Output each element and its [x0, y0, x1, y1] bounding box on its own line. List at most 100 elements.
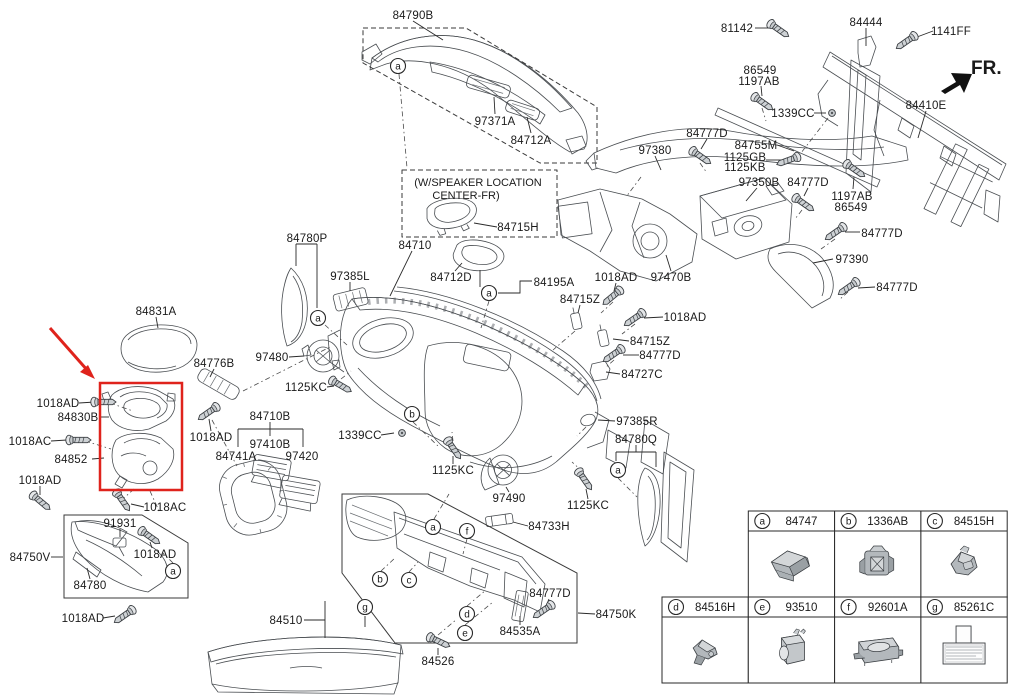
phantom-line — [162, 552, 174, 564]
callout-a: a — [164, 562, 182, 580]
callout-g: g — [926, 598, 943, 616]
callout-circle — [480, 284, 498, 302]
part-label-97410B[interactable]: 97410B — [250, 439, 291, 451]
part-label-1339CC[interactable]: 1339CC — [338, 430, 381, 442]
part-label-84535A[interactable]: 84535A — [500, 626, 541, 638]
part-label-84712A[interactable]: 84712A — [511, 135, 552, 147]
part-label-84790B[interactable]: 84790B — [393, 10, 434, 22]
part-label-84777D[interactable]: 84777D — [529, 588, 570, 600]
part-label-84733H[interactable]: 84733H — [528, 521, 569, 533]
part-label-84715Z[interactable]: 84715Z — [630, 336, 670, 348]
phantom-line — [462, 538, 468, 555]
part-illustrations — [70, 27, 1007, 695]
part-label-81142[interactable]: 81142 — [721, 23, 753, 35]
part-label-1018AD[interactable]: 1018AD — [37, 398, 80, 410]
part-label-1018AD[interactable]: 1018AD — [190, 432, 233, 444]
pillar-garnish-84780P — [281, 267, 308, 347]
part-label-86549[interactable]: 86549 — [835, 202, 868, 214]
part-label-84444[interactable]: 84444 — [850, 17, 883, 29]
part-label-84755M[interactable]: 84755M — [735, 140, 778, 152]
part-label-84715Z[interactable]: 84715Z — [560, 294, 600, 306]
legend-part-number: 92601A — [868, 602, 908, 614]
part-label-97371A[interactable]: 97371A — [475, 116, 516, 128]
callout-b: b — [840, 512, 857, 530]
part-label-1125KC[interactable]: 1125KC — [285, 382, 327, 394]
part-label-84780[interactable]: 84780 — [74, 580, 107, 592]
part-label-84780Q[interactable]: 84780Q — [615, 434, 657, 446]
part-label-97490[interactable]: 97490 — [493, 493, 526, 505]
phantom-line — [838, 291, 849, 301]
phantom-line — [800, 117, 829, 154]
part-label-84777D[interactable]: 84777D — [639, 350, 680, 362]
part-label-84830B[interactable]: 84830B — [58, 412, 99, 424]
part-label-84777D[interactable]: 84777D — [787, 177, 828, 189]
part-label-84831A[interactable]: 84831A — [136, 306, 177, 318]
part-label-84741A[interactable]: 84741A — [216, 451, 257, 463]
part-label-1125GB[interactable]: 1125GB — [724, 152, 767, 164]
part-label-1018AC[interactable]: 1018AC — [144, 502, 187, 514]
part-label-84195A[interactable]: 84195A — [534, 277, 575, 289]
part-label-1018AC[interactable]: 1018AC — [9, 436, 52, 448]
part-label-1339CC[interactable]: 1339CC — [771, 108, 814, 120]
clip-icon — [398, 429, 406, 437]
part-label-1125KC[interactable]: 1125KC — [567, 500, 609, 512]
fr-arrow-icon — [941, 73, 972, 94]
part-label-84780P[interactable]: 84780P — [287, 233, 328, 245]
leader-line — [505, 486, 510, 493]
part-label-84715H[interactable]: 84715H — [497, 222, 538, 234]
bracket-84727C — [589, 360, 611, 382]
part-label-1018AD[interactable]: 1018AD — [62, 613, 105, 625]
part-label-84510[interactable]: 84510 — [270, 615, 303, 627]
part-label-1018AD[interactable]: 1018AD — [664, 312, 707, 324]
callout-circle — [754, 512, 771, 530]
leader-line — [700, 138, 708, 150]
phantom-line — [433, 493, 450, 520]
part-label-1125KC[interactable]: 1125KC — [432, 465, 474, 477]
part-label-84750K[interactable]: 84750K — [596, 609, 637, 621]
part-label-86549[interactable]: 86549 — [744, 65, 777, 77]
part-label-97385R[interactable]: 97385R — [616, 416, 657, 428]
part-label-97420[interactable]: 97420 — [286, 451, 319, 463]
part-label-84777D[interactable]: 84777D — [686, 128, 727, 140]
part-label-1197AB[interactable]: 1197AB — [738, 76, 779, 88]
callout-letter: f — [847, 603, 850, 614]
part-label-97470B[interactable]: 97470B — [651, 272, 692, 284]
part-label-84727C[interactable]: 84727C — [621, 369, 662, 381]
part-label-97385L[interactable]: 97385L — [330, 271, 370, 283]
part-label-97350B[interactable]: 97350B — [739, 177, 780, 189]
speaker-note-box — [401, 169, 558, 238]
part-label-1018AD[interactable]: 1018AD — [19, 475, 62, 487]
part-label-84777D[interactable]: 84777D — [876, 282, 917, 294]
part-label-84776B[interactable]: 84776B — [194, 358, 235, 370]
part-label-1018AD[interactable]: 1018AD — [134, 549, 177, 561]
part-label-1018AD[interactable]: 1018AD — [595, 272, 638, 284]
leader-line — [91, 457, 105, 460]
part-label-84410E[interactable]: 84410E — [906, 100, 947, 112]
phantom-line — [621, 323, 636, 335]
part-label-97390[interactable]: 97390 — [836, 254, 869, 266]
part-label-91931[interactable]: 91931 — [104, 518, 137, 530]
part-label-1197AB[interactable]: 1197AB — [831, 191, 872, 203]
part-label-1125KB[interactable]: 1125KB — [724, 162, 765, 174]
callout-a: a — [309, 309, 327, 327]
part-label-84710B[interactable]: 84710B — [250, 411, 291, 423]
leader-line — [917, 110, 927, 139]
part-label-84710[interactable]: 84710 — [399, 240, 432, 252]
legend-cell-92601A[interactable]: f 92601A — [834, 596, 922, 684]
part-label-84852[interactable]: 84852 — [55, 454, 88, 466]
part-label-97380[interactable]: 97380 — [639, 145, 672, 157]
part-label-1141FF[interactable]: 1141FF — [931, 26, 971, 38]
part-label-84750V[interactable]: 84750V — [10, 552, 51, 564]
part-label-84777D[interactable]: 84777D — [861, 228, 902, 240]
part-label-84526[interactable]: 84526 — [422, 656, 455, 668]
part-label-97480[interactable]: 97480 — [256, 352, 289, 364]
part-label-84712D[interactable]: 84712D — [430, 272, 471, 284]
clip-icon — [828, 109, 836, 117]
